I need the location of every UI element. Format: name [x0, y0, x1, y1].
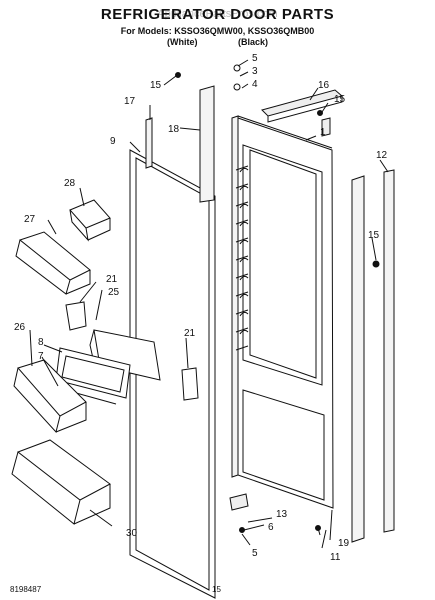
page-number: 15: [212, 585, 221, 594]
diagram-title: REFRIGERATOR DOOR PARTS: [100, 6, 335, 23]
callout-6: 6: [268, 522, 274, 533]
trim-17: [145, 117, 153, 169]
callout-7: 7: [38, 351, 44, 362]
bottom-hinge: [229, 493, 249, 511]
bin-28: [69, 199, 111, 229]
callout-16: 16: [318, 80, 330, 91]
callout-3: 3: [252, 66, 258, 77]
bin-30: [16, 439, 111, 501]
callout-27: 27: [24, 214, 36, 225]
callout-19: 19: [338, 538, 350, 549]
callout-25: 25: [108, 287, 120, 298]
callout-12: 12: [376, 150, 388, 161]
callout-1: 1: [320, 127, 326, 138]
hinge-cover-16: [261, 89, 344, 117]
callout-labels: 5 3 4 15 16 15 17 18 9 1 12 28 27 15 21 …: [14, 53, 388, 563]
side-trim-12: [383, 169, 395, 533]
callout-30: 30: [126, 528, 138, 539]
color-white: (White): [166, 37, 198, 47]
callout-11: 11: [330, 552, 341, 563]
color-black: (Black): [238, 37, 269, 47]
callout-4: 4: [252, 79, 258, 90]
door-liner-panel: [129, 149, 216, 599]
callout-15-a: 15: [150, 80, 162, 91]
door-assembly: [231, 115, 334, 509]
trim-18: [199, 85, 215, 203]
callout-15-b: 15: [334, 94, 346, 105]
callout-15-c: 15: [368, 230, 380, 241]
callout-26: 26: [14, 322, 26, 333]
side-trim-11: [351, 175, 365, 543]
callout-17: 17: [124, 96, 136, 107]
watermark-text: AppliancePartsPros.com: [157, 8, 278, 20]
callout-5-bottom: 5: [252, 548, 258, 559]
callout-9: 9: [110, 136, 116, 147]
callout-5-top: 5: [252, 53, 258, 64]
bracket-21-left: [65, 301, 87, 331]
bin-27: [18, 231, 91, 281]
callout-18: 18: [168, 124, 180, 135]
document-number: 8198487: [10, 585, 42, 594]
callout-13: 13: [276, 509, 288, 520]
callout-8: 8: [38, 337, 44, 348]
color-variants: (White) (Black): [0, 37, 435, 47]
callout-21-right: 21: [184, 328, 196, 339]
models-line: For Models: KSSO36QMW00, KSSO36QMB00: [120, 26, 315, 36]
callout-28: 28: [64, 178, 76, 189]
cover-8: [55, 347, 131, 399]
callout-21-left: 21: [106, 274, 118, 285]
bracket-21-right: [181, 367, 199, 401]
